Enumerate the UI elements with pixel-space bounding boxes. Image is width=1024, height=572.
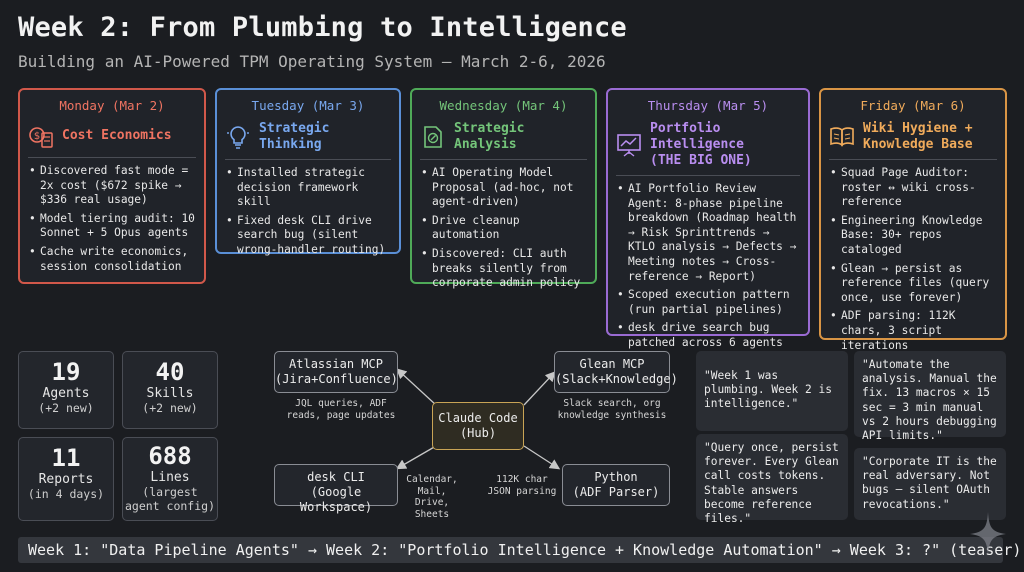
list-item: Discovered fast mode = 2x cost ($672 spi… bbox=[29, 164, 196, 208]
node-title: Claude Code bbox=[438, 411, 518, 425]
arrow-to-python bbox=[523, 445, 561, 470]
stat-skills: 40 Skills (+2 new) bbox=[122, 351, 218, 429]
node-title: Glean MCP bbox=[579, 357, 645, 371]
edge-label-line: knowledge synthesis bbox=[557, 409, 667, 421]
arrow-to-atlassian bbox=[396, 368, 437, 406]
open-book-icon bbox=[830, 127, 854, 147]
presentation-chart-icon bbox=[617, 134, 641, 157]
day-title: Strategic Thinking bbox=[259, 121, 330, 152]
day-title: Strategic Analysis bbox=[454, 121, 525, 152]
stat-agents: 19 Agents (+2 new) bbox=[18, 351, 114, 429]
stat-sub: (+2 new) bbox=[38, 401, 94, 415]
edge-label-line: JSON parsing bbox=[487, 485, 557, 497]
list-item: Installed strategic decision framework s… bbox=[226, 166, 391, 210]
node-python-adf-parser: Python (ADF Parser) bbox=[562, 464, 670, 506]
list-item: Discovered: CLI auth breaks silently fro… bbox=[421, 247, 587, 291]
day-card-thursday: Thursday (Mar 5) Portfolio Intelligence … bbox=[606, 88, 810, 349]
edge-label-line: Sheets bbox=[414, 508, 450, 520]
day-title-line: Portfolio Intelligence bbox=[650, 121, 744, 152]
day-title: Wiki Hygiene + Knowledge Base bbox=[863, 121, 973, 153]
stat-number: 11 bbox=[51, 444, 81, 472]
list-item: desk drive search bug patched across 6 a… bbox=[617, 321, 800, 350]
list-item: Drive cleanup automation bbox=[421, 214, 587, 243]
arrow-to-desk bbox=[395, 445, 437, 470]
stat-label: Reports bbox=[38, 472, 94, 487]
list-item: Cache write economics, session consolida… bbox=[29, 245, 196, 274]
list-item: Scoped execution pattern (run partial pi… bbox=[617, 288, 800, 317]
stat-sub: (in 4 days) bbox=[27, 487, 105, 501]
node-glean-mcp: Glean MCP (Slack+Knowledge) bbox=[554, 351, 678, 393]
stat-reports: 11 Reports (in 4 days) bbox=[18, 437, 114, 521]
node-title: desk CLI bbox=[307, 470, 365, 484]
page-title: Week 2: From Plumbing to Intelligence bbox=[18, 12, 627, 43]
node-title: Python bbox=[594, 470, 638, 484]
day-label: Wednesday (Mar 4) bbox=[439, 98, 568, 113]
edge-label-line: reads, page updates bbox=[286, 409, 396, 421]
stat-number: 19 bbox=[51, 358, 81, 386]
node-desk-cli: desk CLI (Google Workspace) bbox=[274, 464, 398, 514]
day-card-friday: Friday (Mar 6) Wiki Hygiene + Knowledge … bbox=[819, 88, 1007, 352]
day-card-monday: Monday (Mar 2) $ Cost Economics Discover… bbox=[18, 88, 206, 284]
stat-label: Skills bbox=[146, 386, 194, 401]
day-label: Tuesday (Mar 3) bbox=[251, 98, 365, 113]
edge-label-desk: Calendar, Mail, Drive, Sheets bbox=[402, 474, 462, 520]
list-item: Squad Page Auditor: roster ↔ wiki cross-… bbox=[830, 166, 997, 210]
stat-lines: 688 Lines (largest agent config) bbox=[122, 437, 218, 521]
day-title-line: Wiki Hygiene + bbox=[863, 121, 973, 136]
day-label: Thursday (Mar 5) bbox=[647, 98, 769, 113]
quote-card: "Corporate IT is the real adversary. Not… bbox=[854, 448, 1006, 520]
day-label: Friday (Mar 6) bbox=[860, 98, 966, 113]
footer-timeline: Week 1: "Data Pipeline Agents" → Week 2:… bbox=[18, 537, 1021, 563]
svg-text:$: $ bbox=[34, 131, 40, 142]
quote-card: "Week 1 was plumbing. Week 2 is intellig… bbox=[696, 351, 848, 431]
node-subtitle: (Google Workspace) bbox=[299, 485, 373, 514]
document-pen-icon bbox=[424, 126, 442, 148]
stat-label: Agents bbox=[42, 386, 90, 401]
list-item: Fixed desk CLI drive search bug (silent … bbox=[226, 214, 391, 258]
day-title: Portfolio Intelligence (THE BIG ONE) bbox=[650, 121, 800, 169]
list-item: Glean → persist as reference files (quer… bbox=[830, 262, 997, 306]
node-subtitle: (ADF Parser) bbox=[572, 485, 660, 499]
stat-number: 688 bbox=[148, 442, 192, 470]
edge-label-line: Mail, Drive, bbox=[414, 485, 450, 509]
stat-sub: (+2 new) bbox=[142, 401, 198, 415]
stat-label: Lines bbox=[150, 470, 190, 485]
stat-sub: (largest bbox=[142, 485, 198, 499]
node-subtitle: (Slack+Knowledge) bbox=[555, 372, 678, 386]
edge-label-glean: Slack search, org knowledge synthesis bbox=[556, 398, 668, 421]
quote-card: "Query once, persist forever. Every Glea… bbox=[696, 434, 848, 525]
day-card-tuesday: Tuesday (Mar 3) Strategic Thinking Insta… bbox=[215, 88, 401, 256]
list-item: Model tiering audit: 10 Sonnet + 5 Opus … bbox=[29, 212, 196, 241]
stat-sub: agent config) bbox=[124, 499, 215, 513]
day-title-line: Knowledge Base bbox=[863, 137, 973, 152]
list-item: ADF parsing: 112K chars, 3 script iterat… bbox=[830, 309, 997, 353]
stat-number: 40 bbox=[155, 358, 185, 386]
list-item: AI Portfolio Review Agent: 8-phase pipel… bbox=[617, 182, 800, 284]
dollar-calculator-icon: $ bbox=[29, 127, 53, 148]
day-title-line: (THE BIG ONE) bbox=[650, 153, 752, 168]
day-title: Cost Economics bbox=[62, 128, 172, 143]
edge-label-line: 112K char bbox=[496, 474, 548, 485]
node-subtitle: (Hub) bbox=[459, 426, 497, 440]
edge-label-line: JQL queries, ADF bbox=[295, 398, 387, 409]
node-title: Atlassian MCP bbox=[289, 357, 383, 371]
page-subtitle: Building an AI-Powered TPM Operating Sys… bbox=[18, 52, 606, 71]
lightbulb-icon bbox=[227, 126, 249, 149]
edge-label-python: 112K char JSON parsing bbox=[486, 474, 558, 497]
edge-label-atlassian: JQL queries, ADF reads, page updates bbox=[284, 398, 398, 421]
list-item: AI Operating Model Proposal (ad-hoc, not… bbox=[421, 166, 587, 210]
list-item: Engineering Knowledge Base: 30+ repos ca… bbox=[830, 214, 997, 258]
day-card-wednesday: Wednesday (Mar 4) Strategic Analysis AI … bbox=[410, 88, 597, 289]
day-label: Monday (Mar 2) bbox=[59, 98, 165, 113]
arrow-to-glean bbox=[523, 371, 556, 406]
quote-card: "Automate the analysis. Manual the fix. … bbox=[854, 351, 1006, 442]
edge-label-line: Slack search, org bbox=[563, 398, 661, 409]
sparkle-icon bbox=[970, 512, 1006, 556]
node-claude-code-hub: Claude Code (Hub) bbox=[432, 402, 524, 450]
edge-label-line: Calendar, bbox=[406, 474, 458, 485]
node-atlassian-mcp: Atlassian MCP (Jira+Confluence) bbox=[274, 351, 398, 393]
node-subtitle: (Jira+Confluence) bbox=[275, 372, 398, 386]
